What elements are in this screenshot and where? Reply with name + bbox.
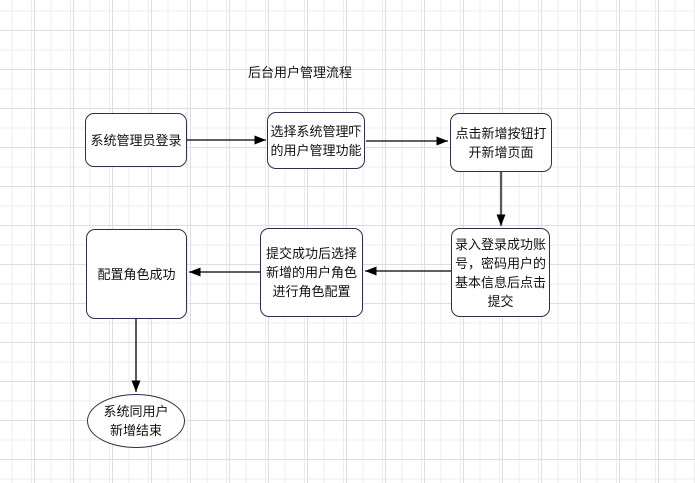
- node-select-module-label: 选择系统管理吓 的用户管理功能: [270, 123, 362, 158]
- node-assign-role-label: 提交成功后选择 新增的用户角色 进行角色配置: [265, 246, 357, 299]
- node-admin-login[interactable]: 系统管理员登录: [85, 113, 187, 167]
- node-role-done-label: 配置角色成功: [97, 266, 176, 282]
- node-end-terminator[interactable]: 系统同用户 新增结束: [87, 394, 185, 448]
- node-click-add-label: 点击新增按钮打 开新增页面: [455, 125, 547, 160]
- node-input-info[interactable]: 录入登录成功账 号，密码用户的 基本信息后点击 提交: [451, 228, 550, 317]
- node-click-add[interactable]: 点击新增按钮打 开新增页面: [450, 113, 552, 172]
- node-assign-role[interactable]: 提交成功后选择 新增的用户角色 进行角色配置: [260, 228, 363, 317]
- node-end-terminator-label: 系统同用户 新增结束: [103, 404, 169, 438]
- node-select-module[interactable]: 选择系统管理吓 的用户管理功能: [267, 112, 365, 169]
- node-admin-login-label: 系统管理员登录: [90, 132, 182, 148]
- node-role-done[interactable]: 配置角色成功: [86, 229, 187, 319]
- diagram-title[interactable]: 后台用户管理流程: [248, 65, 353, 80]
- node-input-info-label: 录入登录成功账 号，密码用户的 基本信息后点击 提交: [454, 236, 546, 309]
